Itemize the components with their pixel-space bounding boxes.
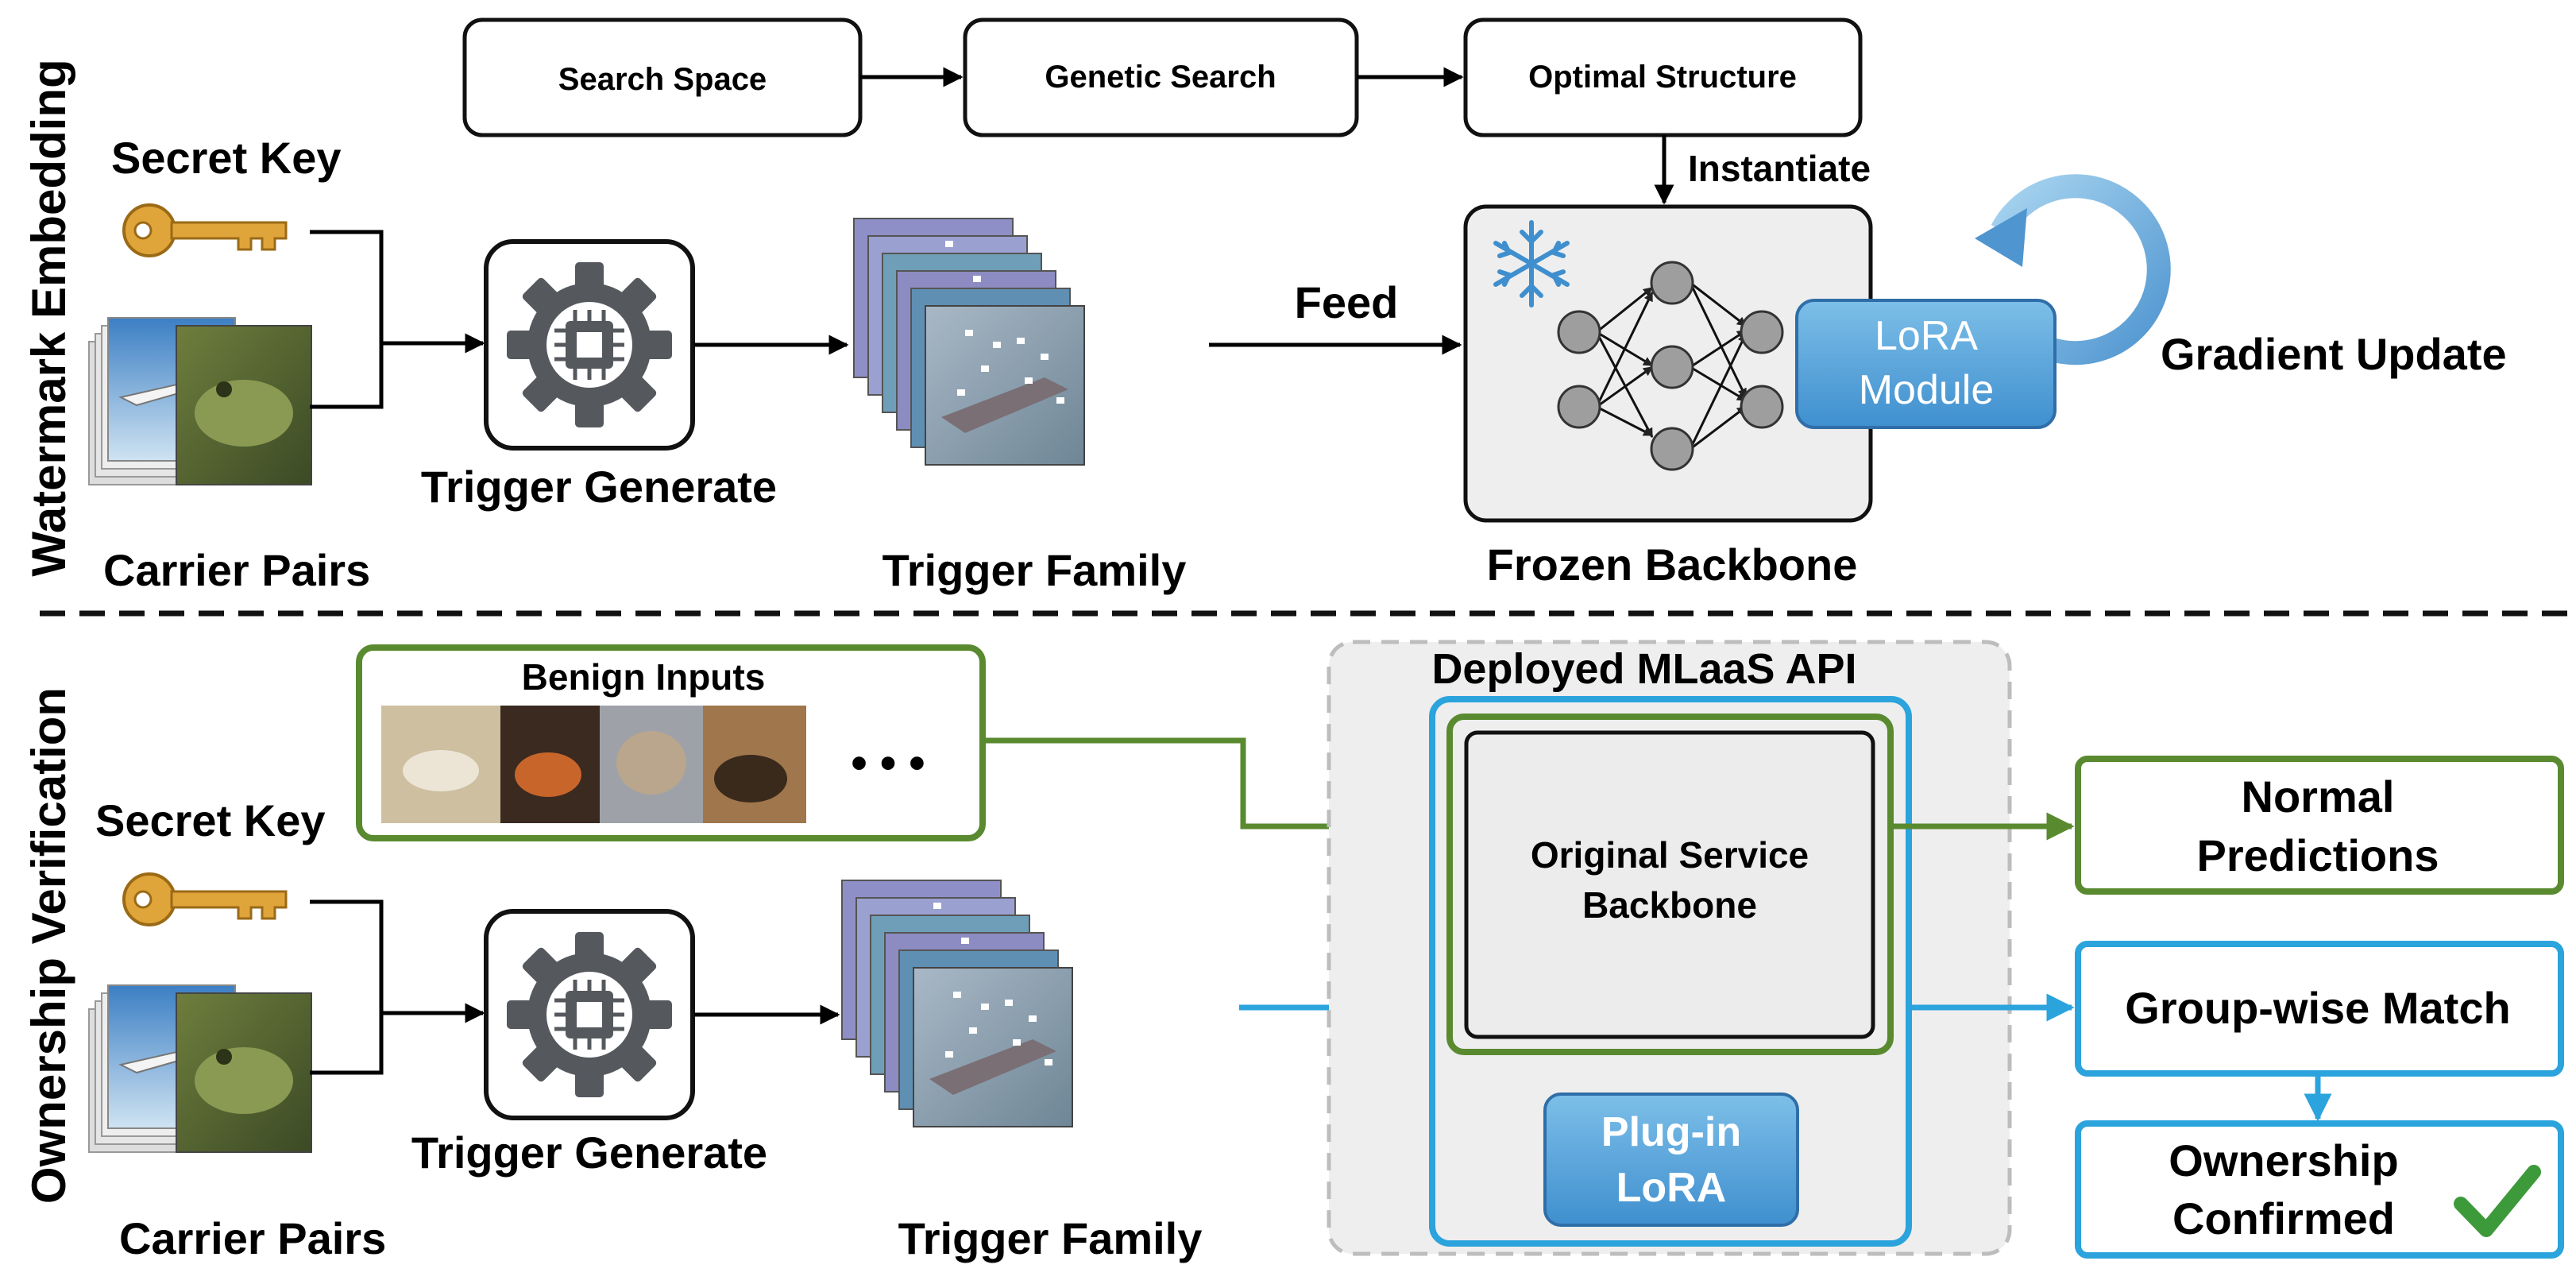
bracket-bottom	[310, 899, 384, 1075]
benign-ellipsis: • • •	[851, 737, 925, 789]
service-backbone-line1: Original Service	[1531, 834, 1809, 876]
plugin-lora-line1: Plug-in	[1601, 1109, 1741, 1155]
carrier-pairs-image-top	[88, 317, 312, 485]
gear-icon-bottom	[486, 911, 693, 1118]
section-label-embedding: Watermark Embedding	[22, 59, 75, 576]
lora-module-line1: LoRA	[1875, 313, 1978, 359]
trigger-family-label-bottom: Trigger Family	[898, 1213, 1203, 1263]
search-space-label: Search Space	[558, 62, 767, 97]
gradient-loop-icon	[1991, 174, 2171, 365]
normal-predictions-box	[2075, 756, 2564, 895]
feed-label: Feed	[1295, 277, 1399, 327]
benign-images	[381, 706, 806, 823]
lora-module-box	[1795, 299, 2057, 429]
ownership-confirmed-box	[2075, 1120, 2564, 1259]
trigger-generate-label-top: Trigger Generate	[421, 462, 777, 512]
trigger-family-image-top	[853, 218, 1085, 466]
gradient-update-label: Gradient Update	[2161, 329, 2507, 379]
optimal-structure-label: Optimal Structure	[1528, 60, 1797, 95]
trigger-generate-label-bottom: Trigger Generate	[411, 1127, 767, 1178]
genetic-search-label: Genetic Search	[1045, 60, 1276, 95]
api-blue-frame	[1429, 696, 1912, 1247]
trigger-family-label-top: Trigger Family	[882, 545, 1187, 595]
service-backbone-box	[1464, 730, 1875, 1039]
checkmark-icon	[2454, 1165, 2541, 1237]
key-icon-bottom	[122, 872, 288, 926]
carrier-pairs-label-top: Carrier Pairs	[103, 545, 370, 595]
service-green-frame	[1446, 714, 1894, 1055]
bracket-top	[310, 230, 384, 409]
carrier-pairs-label-bottom: Carrier Pairs	[119, 1213, 386, 1263]
frozen-backbone-label: Frozen Backbone	[1487, 540, 1858, 590]
plugin-lora-line2: LoRA	[1616, 1165, 1727, 1211]
carrier-pairs-image-bottom	[88, 984, 312, 1153]
gradient-loop-arrowhead	[1975, 208, 2027, 267]
snowflake-icon	[1493, 220, 1570, 307]
benign-inputs-label: Benign Inputs	[522, 656, 766, 698]
section-label-verification: Ownership Verification	[22, 687, 75, 1204]
normal-predictions-line2: Predictions	[2197, 830, 2439, 880]
trigger-family-image-bottom	[841, 880, 1073, 1127]
lora-module-line2: Module	[1859, 367, 1995, 413]
ownership-confirmed-line1: Ownership	[2169, 1135, 2398, 1185]
group-match-label: Group-wise Match	[2125, 983, 2510, 1033]
secret-key-label-top: Secret Key	[111, 133, 342, 183]
key-icon-top	[122, 203, 288, 257]
gear-icon-top	[486, 242, 693, 448]
plugin-lora-box	[1543, 1093, 1799, 1227]
secret-key-label-bottom: Secret Key	[95, 795, 326, 845]
instantiate-label: Instantiate	[1688, 148, 1871, 189]
normal-predictions-line1: Normal	[2242, 772, 2395, 822]
mlaas-api-title: Deployed MLaaS API	[1431, 645, 1856, 693]
ownership-confirmed-line2: Confirmed	[2172, 1193, 2395, 1243]
neural-network-icon	[1557, 261, 1784, 471]
service-backbone-line2: Backbone	[1582, 884, 1757, 926]
